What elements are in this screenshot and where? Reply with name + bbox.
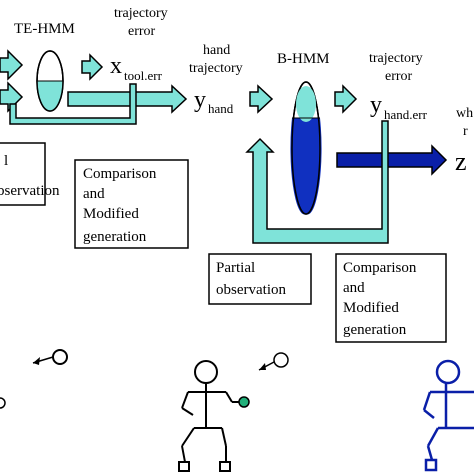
hand-label-2: trajectory — [189, 61, 243, 76]
te-hmm-title: TE-HMM — [14, 21, 75, 37]
comparison-1-line-3: Modified — [83, 206, 139, 222]
b-hmm-title: B-HMM — [277, 51, 330, 67]
comparison-1-line-1: Comparison — [83, 166, 157, 182]
right-z-symbol: z — [455, 147, 467, 176]
right-label-1: wh — [456, 106, 473, 121]
hand-y-subscript: hand — [208, 101, 234, 116]
hand-label-1: hand — [203, 43, 230, 58]
b-error-label-2: error — [385, 69, 413, 84]
comparison-1-line-2: and — [83, 186, 105, 202]
b-hmm-ellipse — [290, 81, 322, 215]
te-error-arrow — [81, 53, 104, 81]
partial-observation-box: Partial observation — [208, 253, 312, 305]
left-box-line-1: l — [4, 153, 8, 169]
stick-figure-blue — [422, 359, 474, 472]
b-y-subscript: hand.err — [384, 107, 428, 122]
comparison-1-line-4: generation — [83, 229, 147, 245]
partial-line-2: observation — [216, 282, 286, 298]
b-main-arrow — [336, 144, 448, 176]
left-box-line-2: bservation — [0, 183, 60, 199]
te-x-symbol: x — [110, 53, 122, 79]
b-error-label-1: trajectory — [369, 51, 423, 66]
comparison-2-line-4: generation — [343, 322, 407, 338]
left-observation-box: l bservation — [0, 142, 60, 206]
left-tool-ball — [0, 397, 6, 409]
b-feedback-loop — [245, 120, 389, 244]
stick-figure-black — [178, 360, 240, 472]
hand-y-symbol: y — [194, 87, 206, 113]
ball-with-motion-middle — [258, 352, 289, 371]
partial-line-1: Partial — [216, 260, 255, 276]
te-feedback-connector — [9, 83, 137, 125]
hand-to-bhmm-arrow — [249, 84, 274, 114]
right-label-2: r — [463, 124, 468, 139]
b-y-symbol: y — [370, 92, 382, 118]
green-hand-ball — [238, 396, 250, 408]
b-error-arrow — [334, 84, 358, 114]
ball-with-motion-left — [32, 349, 68, 365]
te-error-label-1: trajectory — [114, 6, 168, 21]
comparison-box-1: Comparison and Modified generation — [74, 159, 189, 249]
comparison-2-line-3: Modified — [343, 300, 399, 316]
te-hmm-ellipse — [36, 50, 64, 112]
te-main-arrow — [67, 84, 188, 114]
comparison-2-line-1: Comparison — [343, 260, 417, 276]
comparison-box-2: Comparison and Modified generation — [335, 253, 447, 343]
comparison-2-line-2: and — [343, 280, 365, 296]
te-input-arrow-top — [0, 49, 24, 81]
te-x-subscript: tool.err — [124, 68, 163, 83]
te-error-label-2: error — [128, 24, 156, 39]
